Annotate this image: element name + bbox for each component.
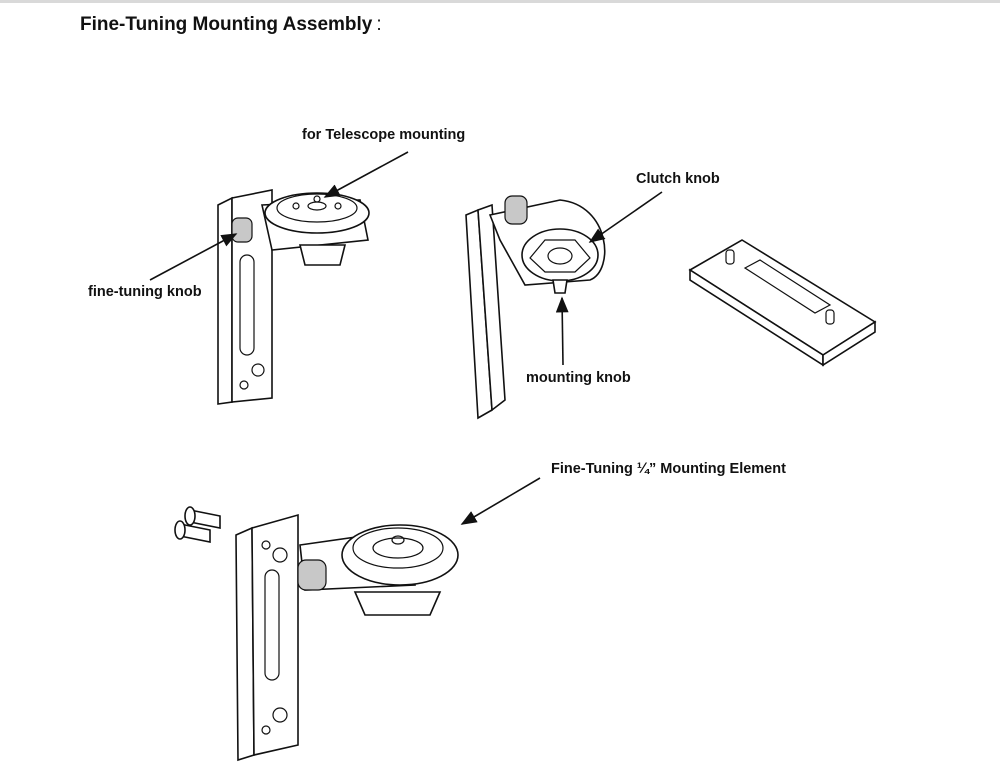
figure-bracket-exploded — [174, 506, 459, 762]
arrow-telescope — [323, 151, 409, 198]
arrow-mounting-knob — [555, 296, 569, 366]
label-mounting-knob: mounting knob — [526, 370, 631, 386]
arrow-fine-tuning-knob — [149, 233, 238, 281]
label-telescope-mounting: for Telescope mounting — [302, 127, 466, 143]
figure-plate — [688, 239, 877, 367]
figure-clutch — [465, 195, 606, 420]
title-text: Fine-Tuning Mounting Assembly — [80, 14, 373, 35]
top-border — [0, 0, 1000, 3]
title-colon: : — [376, 14, 382, 35]
arrow-clutch-knob — [588, 191, 663, 243]
label-clutch-knob: Clutch knob — [636, 171, 720, 187]
page-title: Fine-Tuning Mounting Assembly: — [80, 14, 382, 36]
arrow-mounting-element — [460, 477, 541, 525]
label-mounting-element: Fine-Tuning ¼” Mounting Element — [551, 461, 786, 477]
figure-bracket-assembled — [217, 189, 370, 405]
label-fine-tuning-knob: fine-tuning knob — [88, 284, 202, 300]
